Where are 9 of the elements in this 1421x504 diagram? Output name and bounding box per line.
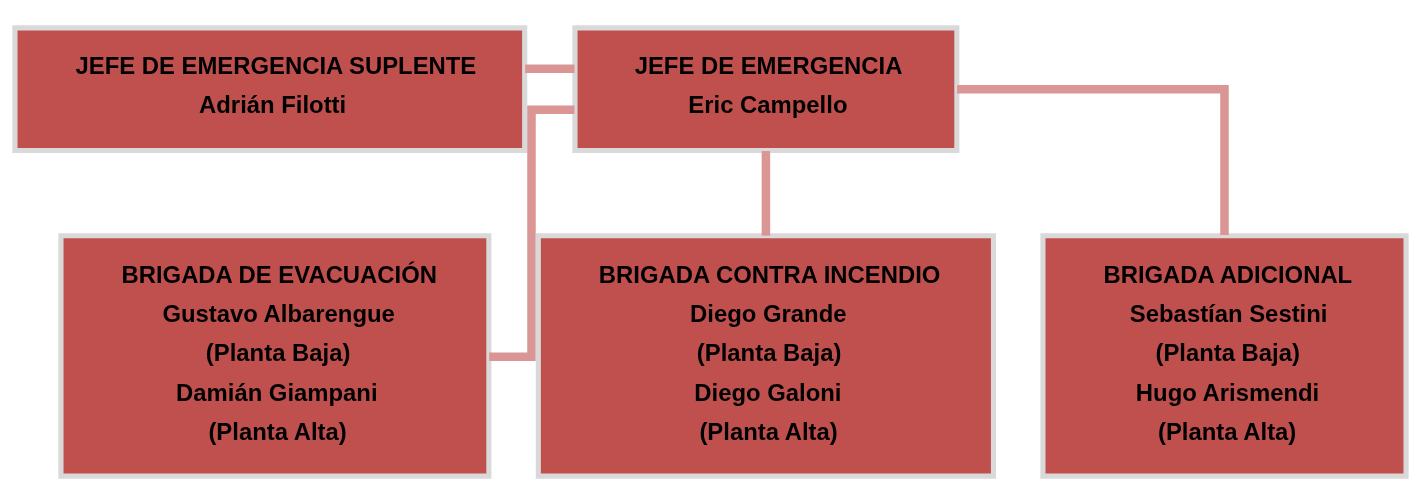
connector: [957, 84, 1229, 236]
connector: [525, 64, 575, 73]
connector: [489, 105, 575, 362]
node-box: JEFE DE EMERGENCIA SUPLENTE Adrián Filotti: [12, 25, 528, 154]
node-box: BRIGADA DE EVACUACIÓN Gustavo Albarengue (Planta Baja) Damián Giampani (Planta Alta): [58, 233, 492, 479]
node-box: JEFE DE EMERGENCIA Eric Campello: [572, 25, 960, 154]
node-box: BRIGADA CONTRA INCENDIO Diego Grande (Planta Baja) Diego Galoni (Planta Alta): [535, 233, 997, 479]
node-box: BRIGADA ADICIONAL Sebastían Sestini (Planta Baja) Hugo Arismendi (Planta Alta): [1040, 233, 1409, 479]
connector: [761, 151, 771, 236]
